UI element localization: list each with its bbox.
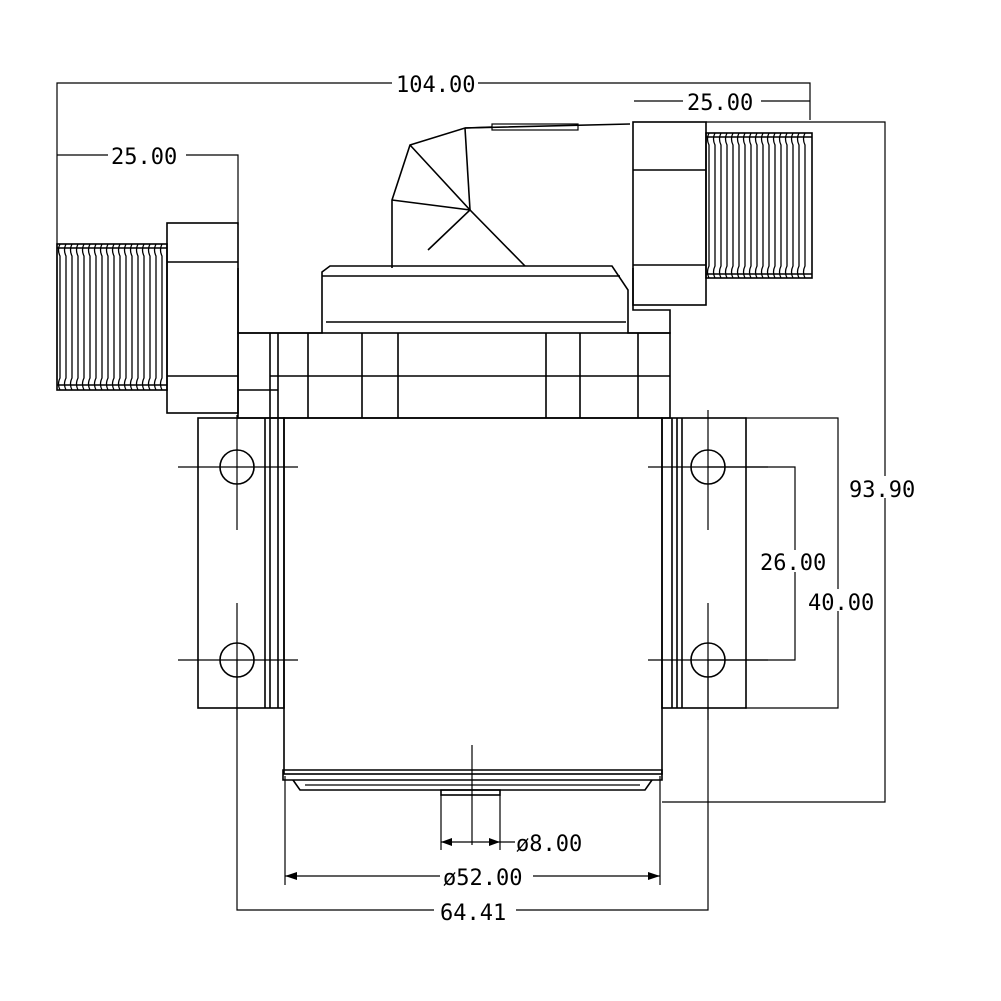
- thread-crest: [736, 132, 740, 279]
- thread-crest: [159, 243, 163, 391]
- thread-crest: [69, 243, 73, 391]
- thread-crest: [718, 132, 722, 279]
- thread-crest: [147, 243, 151, 391]
- thread-crest: [724, 132, 728, 279]
- thread-crest: [748, 132, 752, 279]
- inlet-thread: [56, 243, 168, 391]
- thread-crest: [712, 132, 716, 279]
- thread-crest: [87, 243, 91, 391]
- thread-crest: [141, 243, 145, 391]
- outlet-thread: [705, 132, 813, 279]
- pump-body: [166, 121, 768, 845]
- thread-crest: [111, 243, 115, 391]
- thread-crest: [99, 243, 103, 391]
- mounting-hole-top-left: [178, 415, 298, 530]
- dim-hole-spacing: 26.00: [760, 551, 826, 576]
- dim-outlet-length: 25.00: [687, 91, 753, 116]
- thread-crest: [754, 132, 758, 279]
- thread-crest: [81, 243, 85, 391]
- dim-inlet-length: 25.00: [111, 145, 177, 170]
- thread-crest: [778, 132, 782, 279]
- dim-base-height: 40.00: [808, 591, 874, 616]
- thread-crest: [105, 243, 109, 391]
- thread-crest: [129, 243, 133, 391]
- thread-crest: [75, 243, 79, 391]
- thread-crest: [760, 132, 764, 279]
- thread-crest: [772, 132, 776, 279]
- thread-crest: [796, 132, 800, 279]
- thread-crest: [802, 132, 806, 279]
- thread-crest: [63, 243, 67, 391]
- dimension-lines: [56, 82, 886, 911]
- mounting-hole-bottom-right: [648, 603, 768, 720]
- mounting-hole-top-right: [648, 410, 768, 530]
- mounting-hole-bottom-left: [178, 603, 298, 720]
- thread-crest: [153, 243, 157, 391]
- thread-crest: [123, 243, 127, 391]
- thread-crest: [57, 243, 61, 391]
- dim-mount-spacing: 64.41: [440, 901, 506, 926]
- thread-crest: [784, 132, 788, 279]
- thread-crest: [742, 132, 746, 279]
- dim-shaft-diameter: ø8.00: [516, 832, 582, 857]
- dim-overall-width: 104.00: [396, 73, 475, 98]
- dimension-labels: 104.00 25.00 25.00 93.90 26.00 40.00 ø8.…: [108, 71, 922, 926]
- thread-crest: [790, 132, 794, 279]
- thread-crest: [730, 132, 734, 279]
- thread-crest: [117, 243, 121, 391]
- dim-overall-height: 93.90: [849, 478, 915, 503]
- thread-crest: [93, 243, 97, 391]
- dim-body-diameter: ø52.00: [443, 866, 522, 891]
- thread-crest: [706, 132, 710, 279]
- thread-crest: [135, 243, 139, 391]
- thread-crest: [766, 132, 770, 279]
